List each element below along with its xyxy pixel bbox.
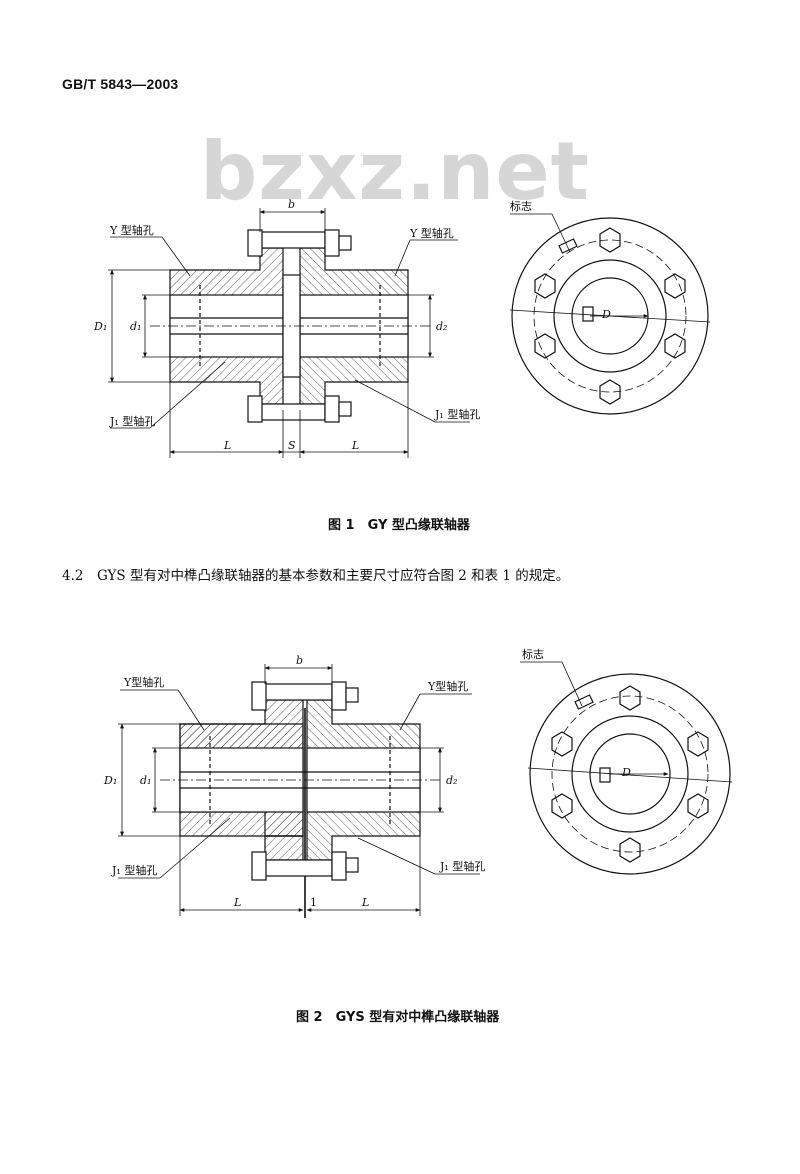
label-y-left: Y 型轴孔 [109, 223, 154, 237]
label-mark: 标志 [522, 648, 544, 661]
figure-1-drawing: b Y 型轴孔 Y 型轴孔 D₁ d₁ d₂ J₁ 型轴孔 J₁ 型轴孔 L S… [93, 198, 711, 458]
dim-b: b [296, 654, 303, 667]
figure-1-section-view [150, 229, 430, 423]
dim-d2: d₂ [446, 774, 457, 787]
figure-1-end-view [509, 217, 711, 415]
watermark: bzxz.net [200, 125, 590, 218]
label-y-right: Y型轴孔 [427, 679, 468, 693]
dim-D1: D₁ [103, 774, 117, 787]
dim-L-left: L [233, 896, 241, 909]
figure-2-end-view [527, 673, 733, 875]
label-y-left: Y型轴孔 [123, 675, 164, 689]
section-4-2-text: 4.2 GYS 型有对中榫凸缘联轴器的基本参数和主要尺寸应符合图 2 和表 1 … [62, 568, 570, 584]
label-y-right: Y 型轴孔 [409, 226, 454, 240]
dim-L-right: L [361, 896, 369, 909]
dim-L-right: L [351, 439, 359, 452]
figure-1-caption: 图 1 GY 型凸缘联轴器 [328, 518, 470, 533]
dim-L-left: L [223, 439, 231, 452]
dim-D: D [621, 766, 631, 779]
dim-d1: d₁ [130, 320, 141, 333]
label-j-right: J₁ 型轴孔 [434, 407, 480, 421]
label-mark: 标志 [510, 199, 532, 213]
label-j-left: J₁ 型轴孔 [109, 414, 155, 428]
figure-2-drawing: b Y型轴孔 Y型轴孔 D₁ d₁ d₂ J₁ 型轴孔 J₁ 型轴孔 L 1 L… [103, 648, 733, 918]
dim-S: S [288, 439, 296, 452]
dim-b: b [288, 198, 295, 211]
label-j-right: J₁ 型轴孔 [439, 859, 485, 873]
dim-d1: d₁ [140, 774, 151, 787]
dim-d2: d₂ [436, 320, 447, 333]
figure-2-caption: 图 2 GYS 型有对中榫凸缘联轴器 [296, 1010, 500, 1025]
dim-D1: D₁ [93, 320, 107, 333]
label-j-left: J₁ 型轴孔 [111, 863, 157, 877]
dim-D: D [601, 308, 611, 321]
figure-2-section-view [160, 681, 442, 918]
dim-gap: 1 [310, 896, 317, 909]
standard-number: GB/T 5843—2003 [62, 76, 179, 92]
